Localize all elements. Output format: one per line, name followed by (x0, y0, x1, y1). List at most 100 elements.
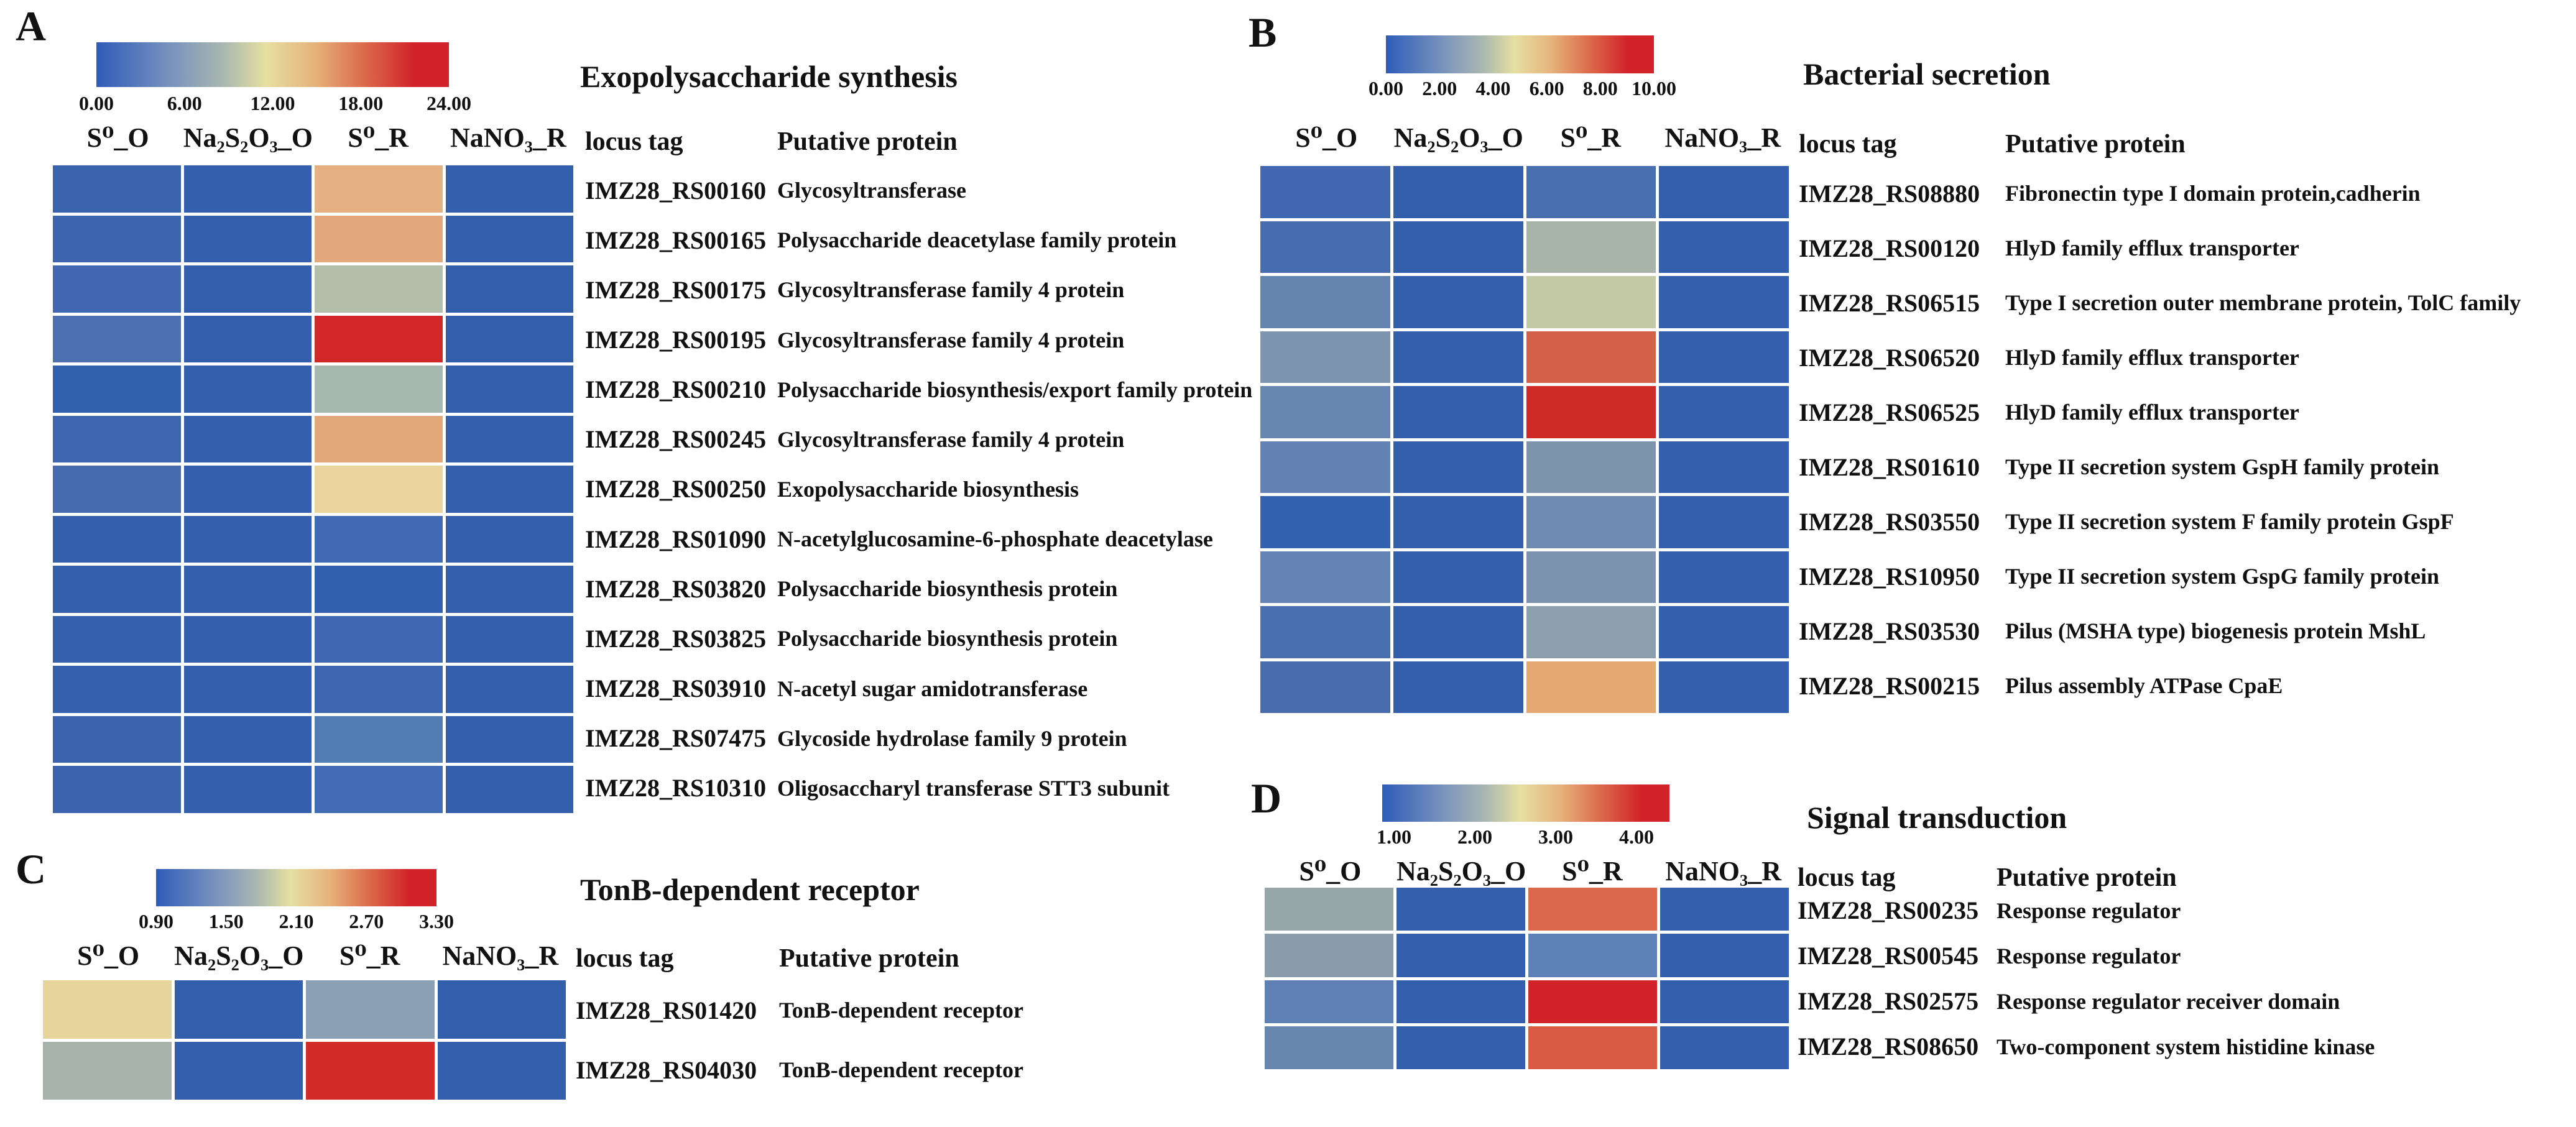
colorbar-tick: 1.50 (208, 910, 244, 932)
heatmap-cell (315, 315, 443, 363)
protein-label: Response regulator (1997, 943, 2181, 968)
locus-tag-label: IMZ28_RS03825 (585, 624, 767, 653)
heatmap-grid (1265, 888, 1789, 1069)
column-header: S⁰_O (77, 941, 140, 971)
colorbar-tick: 3.00 (1538, 826, 1573, 848)
heatmap-cell (1528, 934, 1657, 977)
heatmap-cell (1260, 441, 1390, 493)
protein-label: Polysaccharide biosynthesis protein (777, 626, 1118, 651)
locus-tag-label: IMZ28_RS08650 (1798, 1033, 1979, 1060)
putative-protein-header: Putative protein (779, 944, 959, 973)
heatmap-cell (1265, 980, 1393, 1023)
column-header: S⁰_R (339, 941, 400, 971)
heatmap-cell (1659, 551, 1789, 603)
heatmap-cell (1659, 496, 1789, 548)
heatmap-cell (53, 566, 181, 613)
heatmap-cell (1396, 888, 1525, 931)
colorbar-tick: 6.00 (167, 92, 202, 114)
heatmap-grid (43, 980, 566, 1100)
heatmap-cell (1393, 606, 1523, 658)
heatmap-cell (183, 215, 312, 263)
protein-label: Pilus assembly ATPase CpaE (2005, 673, 2283, 698)
protein-label: Two-component system histidine kinase (1997, 1034, 2375, 1059)
protein-column: Fibronectin type I domain protein,cadher… (2005, 166, 2521, 713)
heatmap-cell (1660, 888, 1789, 931)
locus-tag-header: locus tag (576, 944, 674, 973)
locus-tag-header: locus tag (585, 127, 683, 156)
heatmap-cell (53, 215, 181, 263)
heatmap-cell (1660, 980, 1789, 1023)
heatmap-cell (1526, 386, 1656, 438)
protein-label: Glycosyltransferase (777, 178, 966, 203)
panel-title: TonB-dependent receptor (580, 872, 920, 907)
colorbar-tick: 8.00 (1582, 77, 1618, 99)
putative-protein-header: Putative protein (2005, 130, 2186, 159)
heatmap-cell (315, 666, 443, 713)
heatmap-cell (1396, 980, 1525, 1023)
panel-letter-label: A (16, 2, 47, 50)
heatmap-cell (1396, 934, 1525, 977)
panel-title: Exopolysaccharide synthesis (580, 59, 958, 94)
protein-label: Exopolysaccharide biosynthesis (777, 476, 1079, 502)
protein-label: Polysaccharide biosynthesis/export famil… (777, 377, 1253, 402)
heatmap-cell (1260, 276, 1390, 328)
heatmap-cell (315, 566, 443, 613)
heatmap-cell (1659, 276, 1789, 328)
heatmap-cell (183, 515, 312, 563)
locus-tag-label: IMZ28_RS00160 (585, 176, 767, 205)
locus-tag-label: IMZ28_RS03550 (1799, 507, 1980, 536)
heatmap-cell (445, 415, 573, 463)
heatmap-cell (174, 980, 303, 1039)
heatmap-cell (445, 215, 573, 263)
protein-label: Glycosyltransferase family 4 protein (777, 426, 1125, 452)
locus-tag-label: IMZ28_RS06520 (1799, 343, 1980, 372)
heatmap-cell (1528, 1026, 1657, 1069)
locus-tag-label: IMZ28_RS00545 (1798, 942, 1979, 970)
heatmap-cell (315, 215, 443, 263)
panel-letter-label: C (16, 845, 47, 893)
heatmap-cell (445, 566, 573, 613)
heatmap-cell (1393, 661, 1523, 713)
colorbar-gradient (96, 42, 449, 87)
colorbar-tick: 6.00 (1529, 77, 1564, 99)
protein-label: Type II secretion system GspH family pro… (2005, 454, 2439, 479)
locus-tag-label: IMZ28_RS00245 (585, 425, 767, 454)
heatmap-cell (183, 265, 312, 313)
protein-label: N-acetylglucosamine-6-phosphate deacetyl… (777, 527, 1213, 552)
heatmap-cell (1526, 551, 1656, 603)
locus-tag-label: IMZ28_RS04030 (576, 1056, 757, 1084)
heatmap-cell (315, 165, 443, 213)
locus-tag-label: IMZ28_RS01090 (585, 525, 767, 553)
heatmap-cell (1393, 331, 1523, 383)
heatmap-cell (183, 715, 312, 763)
locus-tag-label: IMZ28_RS03910 (585, 674, 767, 703)
heatmap-cell (1265, 934, 1393, 977)
column-header: S⁰_O (86, 122, 149, 153)
locus-tag-label: IMZ28_RS07475 (585, 724, 767, 753)
heatmap-cell (315, 715, 443, 763)
colorbar-tick: 1.00 (1377, 826, 1411, 848)
colorbar-tick: 2.70 (349, 910, 384, 932)
locus-tag-label: IMZ28_RS08880 (1799, 179, 1980, 208)
heatmap-cell (1526, 661, 1656, 713)
colorbar-gradient (156, 869, 436, 906)
heatmap-cell (1660, 1026, 1789, 1069)
column-header: NaNO₃_R (442, 941, 559, 971)
colorbar-tick: 0.90 (139, 910, 173, 932)
locus-tag-label: IMZ28_RS00195 (585, 326, 767, 354)
heatmap-cell (1526, 166, 1656, 218)
column-header: Na₂S₂O₃_O (183, 122, 313, 153)
heatmap-cell (183, 315, 312, 363)
column-header: NaNO₃_R (1664, 122, 1781, 153)
heatmap-cell (1528, 980, 1657, 1023)
protein-label: TonB-dependent receptor (779, 998, 1024, 1023)
heatmap-cell (1660, 934, 1789, 977)
heatmap-cell (1393, 496, 1523, 548)
